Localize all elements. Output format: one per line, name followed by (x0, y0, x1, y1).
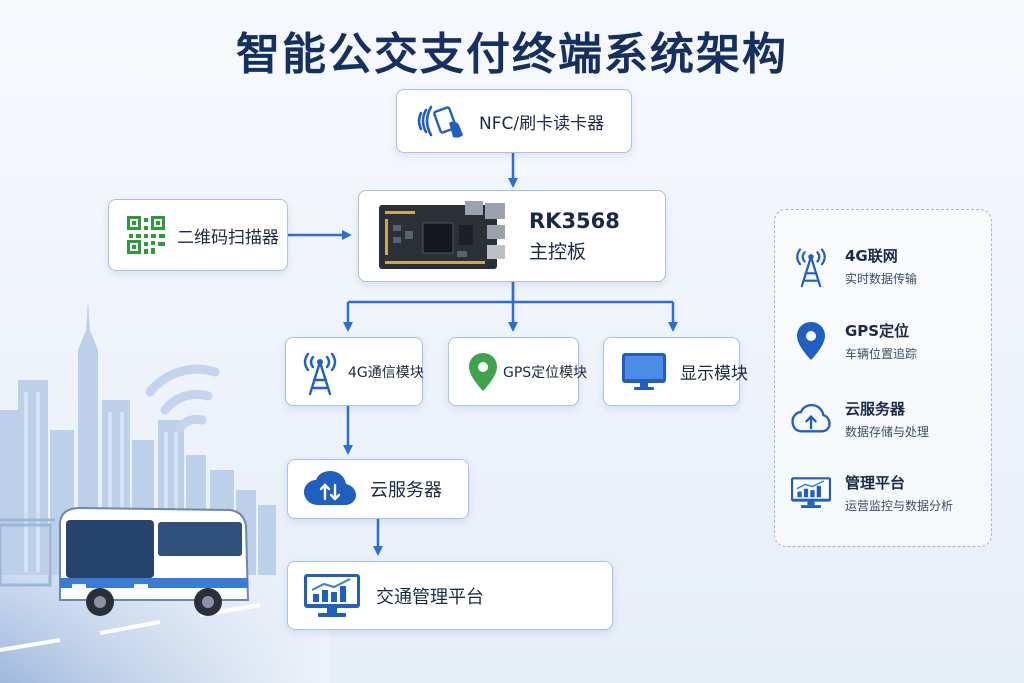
qr-code-icon (127, 216, 165, 254)
cloud-upload-icon (791, 403, 831, 433)
legend-desc: 数据存储与处理 (845, 425, 930, 439)
legend-desc: 车辆位置追踪 (845, 347, 918, 361)
location-pin-icon (797, 322, 825, 360)
module-4g-label: 4G通信模块 (348, 364, 424, 381)
board-name: 主控板 (529, 240, 587, 263)
circuit-board-icon (379, 201, 505, 269)
wifi-waves-icon (145, 364, 220, 433)
nfc-card-icon (417, 105, 463, 138)
monitor-chart-icon (791, 477, 831, 508)
legend-item-cloud: 云服务器 数据存储与处理 (791, 398, 929, 440)
board-model: RK3568 (529, 208, 620, 233)
module-gps-node: GPS定位模块 (448, 337, 587, 406)
module-gps-label: GPS定位模块 (503, 364, 588, 381)
legend-item-4g: 4G联网 实时数据传输 (791, 244, 917, 288)
legend-panel: 4G联网 实时数据传输 GPS定位 车辆位置追踪 云服务器 数据存储与处理 (774, 209, 992, 547)
module-4g-node: 4G通信模块 (285, 337, 424, 406)
qr-scanner-label: 二维码扫描器 (177, 227, 279, 248)
cloud-server-node: 云服务器 (287, 459, 469, 519)
module-display-node: 显示模块 (603, 337, 748, 406)
legend-desc: 运营监控与数据分析 (845, 499, 954, 513)
qr-scanner-node: 二维码扫描器 (108, 199, 288, 271)
legend-title: GPS定位 (845, 322, 910, 340)
bus-stop-shelter (0, 518, 55, 587)
module-display-label: 显示模块 (680, 364, 748, 384)
legend-title: 4G联网 (845, 247, 898, 265)
bus-icon (59, 506, 250, 616)
main-board-node: RK3568 主控板 (358, 190, 666, 282)
traffic-platform-node: 交通管理平台 (287, 561, 613, 630)
page-title: 智能公交支付终端系统架构 (236, 29, 788, 80)
traffic-platform-label: 交通管理平台 (376, 586, 484, 608)
cell-tower-icon (796, 248, 826, 288)
nfc-reader-label: NFC/刷卡读卡器 (479, 113, 605, 134)
main-board-label: RK3568 主控板 (529, 209, 620, 264)
legend-title: 云服务器 (845, 400, 906, 418)
cloud-sync-icon (304, 471, 356, 505)
legend-item-gps: GPS定位 车辆位置追踪 (791, 320, 917, 362)
legend-item-platform: 管理平台 运营监控与数据分析 (791, 472, 953, 514)
monitor-icon (622, 352, 666, 390)
cloud-server-label: 云服务器 (370, 480, 442, 501)
nfc-reader-node: NFC/刷卡读卡器 (396, 89, 632, 153)
legend-desc: 实时数据传输 (845, 272, 918, 286)
legend-title: 管理平台 (845, 474, 906, 492)
location-pin-icon (469, 352, 497, 391)
arrow-board-branch (348, 282, 673, 304)
cell-tower-icon (303, 352, 337, 395)
monitor-chart-icon (304, 573, 360, 617)
skyline-windows (24, 392, 178, 582)
